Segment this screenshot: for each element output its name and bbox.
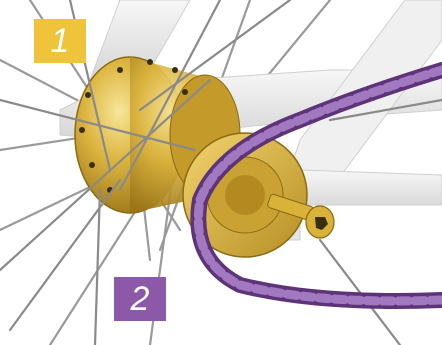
callout-badge-1: 1 (34, 19, 86, 63)
callout-1-label: 1 (51, 24, 70, 58)
callout-badge-2: 2 (114, 277, 166, 321)
callout-2-label: 2 (131, 282, 150, 316)
